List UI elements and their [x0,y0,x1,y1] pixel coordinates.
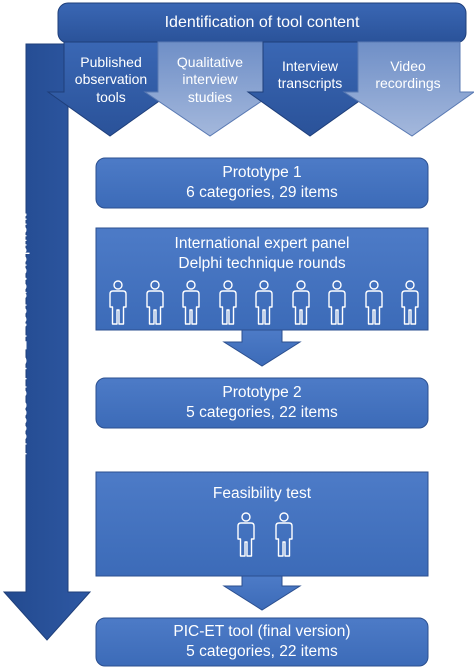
source-label-qualitative: Qualitative interview studies [176,54,244,105]
prototype2-detail: 5 categories, 22 items [186,404,338,421]
process-label-wrap: Process of PIC-ET tool development [2,0,42,668]
source-label-video: Video recordings [375,57,441,91]
prototype2-text: Prototype 2 5 categories, 22 items [96,378,428,428]
feasibility-title: Feasibility test [212,484,312,502]
expert-panel-detail: Delphi technique rounds [178,255,346,272]
final-text: PIC-ET tool (final version) 5 categories… [96,618,428,666]
person-icon [236,512,256,558]
final-box [95,617,429,667]
expert-panel-title: International expert panel [174,234,350,252]
expert-panel-text: International expert panel Delphi techni… [96,232,428,276]
prototype1-text: Prototype 1 6 categories, 29 items [96,158,428,208]
person-icon [327,280,347,326]
feasibility-box [95,471,429,577]
prototype2-title: Prototype 2 [222,383,302,401]
person-icon [274,512,294,558]
panel-down-arrow [222,329,302,367]
person-icon [108,280,128,326]
person-icon [364,280,384,326]
person-icon [145,280,165,326]
feasibility-down-arrow [222,575,302,611]
prototype2-box [95,377,429,429]
process-label: Process of PIC-ET tool development [13,212,31,456]
final-detail: 5 categories, 22 items [186,643,338,660]
source-label-transcripts: Interview transcripts [277,57,343,91]
final-title: PIC-ET tool (final version) [173,622,351,640]
person-icon [291,280,311,326]
person-icon [218,280,238,326]
source-arrow-video [342,41,474,137]
header-title: Identification of tool content [164,14,360,32]
source-label-published: Published observation tools [74,54,148,105]
person-icon [254,280,274,326]
person-icon [181,280,201,326]
person-icon [400,280,420,326]
process-arrow [2,43,92,641]
prototype1-box [95,157,429,209]
prototype1-detail: 6 categories, 29 items [186,184,338,201]
prototype1-title: Prototype 1 [222,163,302,181]
